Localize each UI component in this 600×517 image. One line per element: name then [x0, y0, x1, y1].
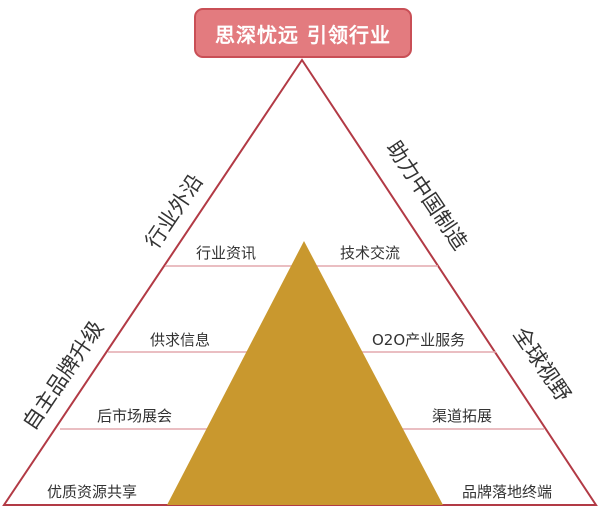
right-lower-side-label: 全球视野	[508, 323, 575, 406]
row-1-right-label: 技术交流	[340, 244, 400, 262]
row-4-left-label: 优质资源共享	[47, 483, 137, 501]
title-text: 思深忧远 引领行业	[215, 22, 391, 47]
right-upper-side-label: 助力中国制造	[382, 137, 472, 255]
row-1-left-label: 行业资讯	[196, 244, 256, 262]
row-3-left-label: 后市场展会	[97, 407, 172, 425]
row-3-right-label: 渠道拓展	[432, 407, 492, 425]
inner-pyramid	[167, 241, 443, 505]
title-banner: 思深忧远 引领行业	[194, 8, 412, 58]
row-2-right-label: O2O产业服务	[372, 331, 465, 349]
row-2-left-label: 供求信息	[150, 331, 210, 349]
row-4-right-label: 品牌落地终端	[462, 483, 552, 501]
left-upper-side-label: 行业外沿	[141, 170, 208, 253]
